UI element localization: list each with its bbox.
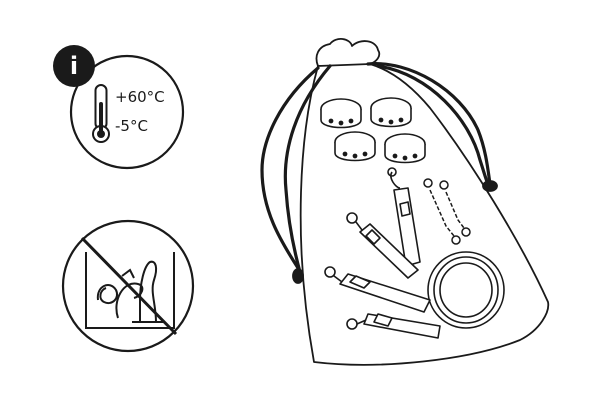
drawstring-right-inner [376,64,490,186]
leash-coil [427,251,505,329]
strap-with-clip [324,266,431,313]
strap-with-clip [346,313,441,339]
drawstring-left-inner [283,64,332,274]
cord-knot-left [292,268,304,284]
cuff [320,98,362,129]
no-mixing-warning-panel [61,219,195,353]
cuffs-group [320,97,426,164]
no-mixing-toys-icon [85,252,175,329]
drawstring-left [260,66,320,270]
cuff [384,133,426,164]
strap-with-clip [346,212,419,279]
prohibition-slash [80,236,178,336]
cuff [370,97,412,128]
straps-group [324,167,441,339]
info-badge: i [53,45,95,87]
thermometer-icon [92,84,110,143]
chain [423,178,461,245]
info-icon: i [70,52,78,80]
info-badge-circle [53,45,95,87]
cuff [334,131,376,162]
min-temperature-label: -5°C [115,117,148,135]
temperature-info-panel: i +60°C -5°C [53,45,185,170]
cord-knot-right [482,180,498,192]
drawstring-right [366,62,492,186]
strap-with-clip [387,167,421,267]
bag-ruffle [315,38,381,67]
chain [439,180,471,237]
chains-group [423,178,471,245]
max-temperature-label: +60°C [115,88,165,106]
